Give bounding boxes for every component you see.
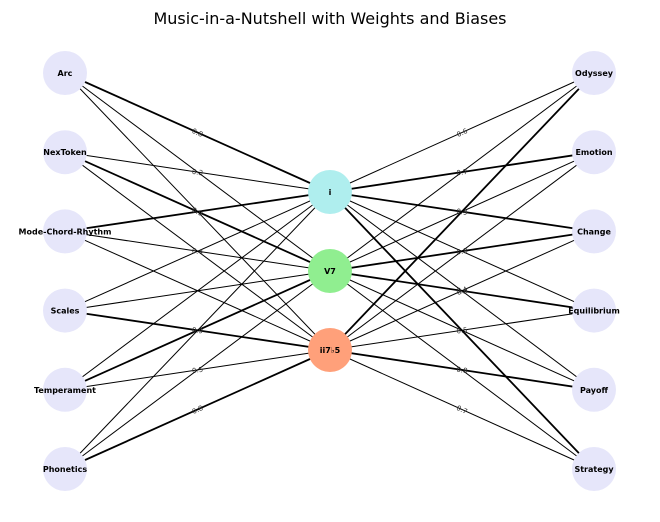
edge-weight-label: 0.5 (191, 366, 203, 376)
node-label: Odyssey (575, 69, 614, 78)
edge-arc-i (64, 72, 331, 193)
node-nextoken: NexToken (43, 130, 87, 175)
node-circle (43, 209, 87, 254)
edge-i-odyssey (329, 72, 595, 193)
edge-weight-label: 0.9 (456, 207, 468, 217)
edge-label-layer: 0.80.30.90.40.90.50.80.60.70.90.80.90.40… (191, 127, 470, 416)
node-label: Temperament (34, 386, 96, 395)
edge-weight-label: 0.8 (456, 366, 468, 376)
edge-weight-label: 0.7 (455, 404, 468, 416)
node-circle (43, 288, 87, 333)
node-odyssey: Odyssey (572, 51, 616, 95)
node-i: i (308, 170, 352, 214)
node-label: Arc (58, 69, 73, 78)
node-scales: Scales (43, 288, 87, 333)
node-label: ii7♭5 (320, 346, 341, 355)
node-circle (572, 288, 616, 333)
node-circle (43, 130, 87, 175)
edge-weight-label: 0.7 (456, 168, 468, 178)
node-circle (572, 367, 616, 412)
node-label: Phonetics (43, 465, 87, 474)
node-circle (43, 367, 87, 412)
node-label: Mode-Chord-Rhythm (19, 227, 112, 236)
node-label: Emotion (575, 148, 612, 157)
node-circle (43, 51, 87, 95)
node-temperament: Temperament (34, 367, 96, 412)
node-label: Equilibrium (568, 307, 620, 316)
node-change: Change (572, 209, 616, 254)
edge-weight-label: 0.9 (191, 206, 204, 218)
node-circle (572, 130, 616, 175)
edge-ii7-5-payoff (329, 349, 595, 391)
node-label: Change (577, 227, 611, 236)
node-circle (572, 209, 616, 254)
node-label: NexToken (43, 148, 87, 157)
node-v7: V7 (308, 249, 352, 293)
edge-ii7-5-strategy (329, 349, 595, 470)
node-circle (308, 328, 352, 372)
edge-v7-odyssey (329, 72, 595, 272)
node-label: V7 (324, 267, 336, 276)
node-label: Payoff (580, 386, 609, 395)
node-strategy: Strategy (572, 447, 616, 491)
edge-weight-label: 0.3 (191, 168, 203, 178)
node-label: Scales (51, 307, 80, 316)
edge-temperament-i (64, 191, 331, 391)
edge-ii7-5-emotion (329, 151, 595, 351)
node-circle (308, 249, 352, 293)
edge-weight-label: 0.6 (455, 127, 469, 139)
node-circle (572, 447, 616, 491)
edge-ii7-5-change (329, 230, 595, 351)
edge-ii7-5-equilibrium (329, 310, 595, 351)
node-circle (308, 170, 352, 214)
edge-weight-label: 0.4 (191, 247, 204, 257)
diagram-title: Music-in-a-Nutshell with Weights and Bia… (153, 9, 506, 28)
edge-layer (64, 72, 595, 470)
node-ii7-5: ii7♭5 (308, 328, 352, 372)
edge-weight-label: 0.8 (191, 127, 204, 139)
edge-weight-label: 0.9 (456, 287, 468, 297)
node-payoff: Payoff (572, 367, 616, 412)
edge-phonetics-v7 (64, 270, 331, 470)
edge-scales-i (64, 191, 331, 312)
node-arc: Arc (43, 51, 87, 95)
node-mode-chord-rhythm: Mode-Chord-Rhythm (19, 209, 112, 254)
edge-ii7-5-odyssey (329, 72, 595, 351)
node-equilibrium: Equilibrium (568, 288, 620, 333)
edge-nextoken-i (64, 151, 331, 193)
node-emotion: Emotion (572, 130, 616, 175)
node-phonetics: Phonetics (43, 447, 87, 491)
edge-phonetics-i (64, 191, 331, 470)
node-label: Strategy (574, 465, 614, 474)
edge-mode-chord-rhythm-i (64, 191, 331, 233)
node-circle (572, 51, 616, 95)
node-circle (43, 447, 87, 491)
edge-phonetics-ii7-5 (64, 349, 331, 470)
node-label: i (329, 188, 332, 197)
edge-weight-label: 0.9 (191, 326, 203, 336)
edge-weight-label: 0.5 (456, 326, 468, 336)
edge-weight-label: 0.8 (191, 404, 204, 416)
edge-weight-label: 0.8 (456, 247, 468, 257)
node-layer: ArcNexTokenMode-Chord-RhythmScalesTemper… (19, 51, 620, 491)
